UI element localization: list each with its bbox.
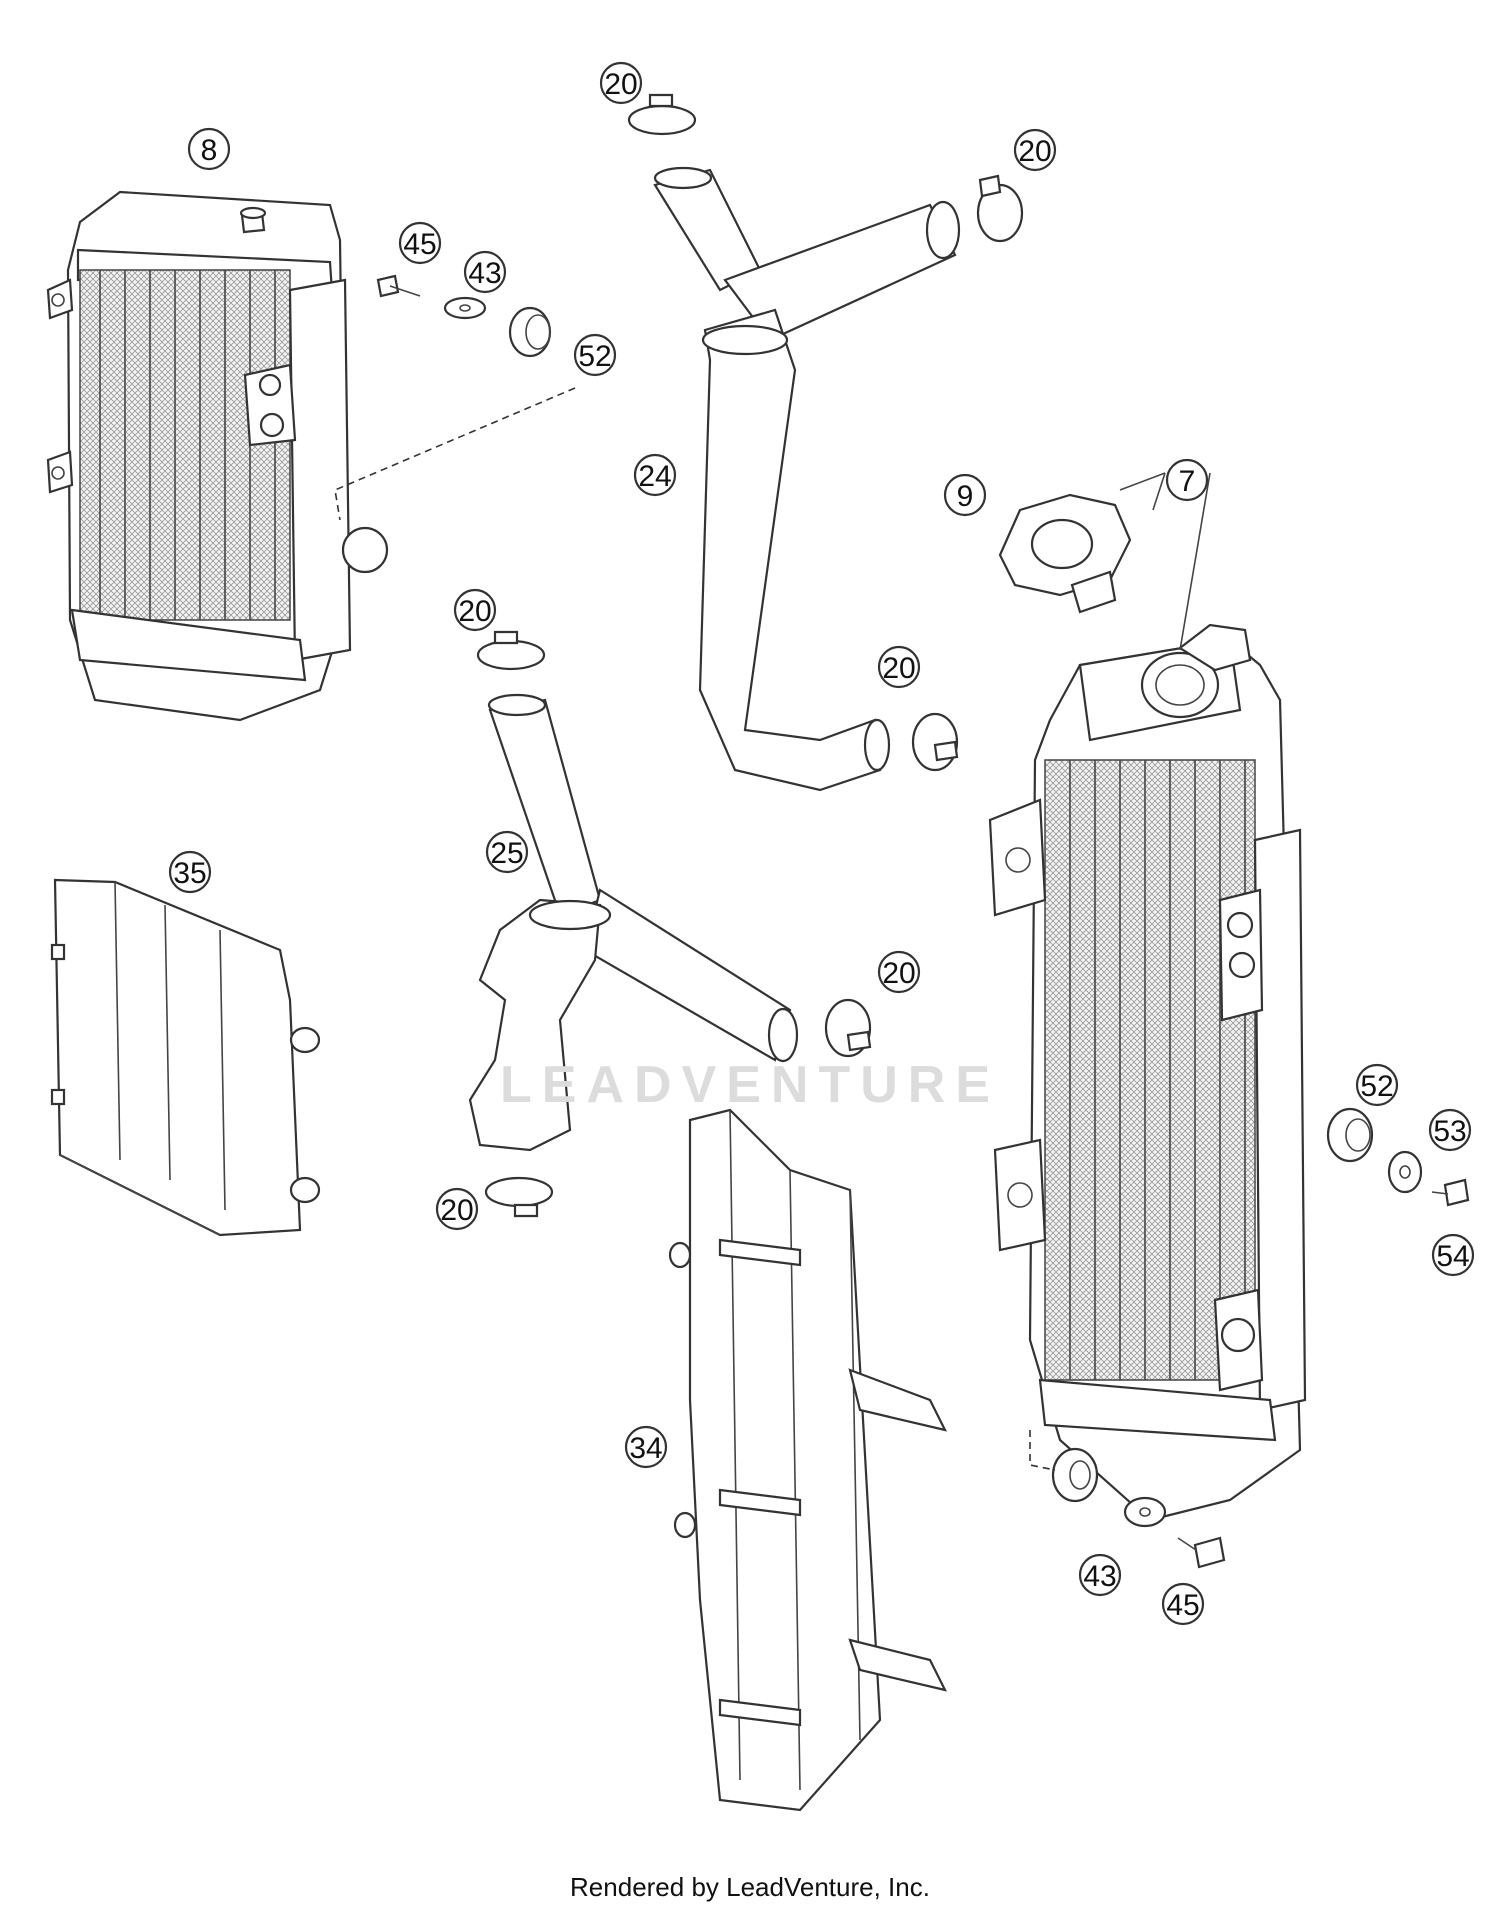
svg-text:34: 34 [629,1432,662,1465]
svg-text:53: 53 [1433,1115,1466,1148]
callout-20: 20 [435,1187,479,1231]
svg-text:20: 20 [440,1194,473,1227]
callout-8: 8 [187,127,231,171]
svg-text:35: 35 [173,857,206,890]
svg-text:20: 20 [604,68,637,101]
svg-text:20: 20 [1018,135,1051,168]
right-radiator [988,623,1307,1522]
svg-text:24: 24 [638,460,671,493]
callout-20: 20 [877,645,921,689]
callout-52: 52 [1355,1063,1399,1107]
svg-text:25: 25 [490,837,523,870]
callout-43: 43 [1078,1553,1122,1597]
svg-text:52: 52 [578,340,611,373]
svg-text:54: 54 [1436,1240,1469,1273]
footer-credit: Rendered by LeadVenture, Inc. [570,1872,930,1902]
right-radiator-shroud [668,1108,948,1812]
svg-text:20: 20 [882,957,915,990]
callout-7: 7 [1165,458,1209,502]
callout-53: 53 [1428,1108,1472,1152]
callout-34: 34 [624,1425,668,1469]
svg-text:8: 8 [201,134,218,167]
svg-text:20: 20 [882,652,915,685]
lower-hose [468,693,799,1152]
svg-text:52: 52 [1360,1070,1393,1103]
svg-text:43: 43 [468,257,501,290]
svg-text:7: 7 [1179,465,1196,498]
callout-20: 20 [1013,128,1057,172]
left-radiator-shroud [50,878,321,1237]
callout-54: 54 [1431,1233,1475,1277]
svg-text:43: 43 [1083,1560,1116,1593]
callout-52: 52 [573,333,617,377]
svg-text:45: 45 [1166,1589,1199,1622]
left-radiator [46,190,389,722]
hose-clamps [476,93,1024,1218]
right-radiator-hardware [1029,1107,1470,1569]
callout-45: 45 [398,221,442,265]
left-radiator-hardware [334,274,576,521]
radiator-cap [998,493,1132,614]
upper-hose [653,166,961,792]
svg-text:20: 20 [458,595,491,628]
svg-text:45: 45 [403,228,436,261]
callout-20: 20 [453,588,497,632]
callout-45: 45 [1161,1582,1205,1626]
callout-24: 24 [633,453,677,497]
callout-25: 25 [485,830,529,874]
svg-text:9: 9 [957,480,974,513]
callout-43: 43 [463,250,507,294]
watermark-text: LEADVENTURE [499,1056,1001,1114]
leader-lines [1119,472,1211,651]
callout-9: 9 [943,473,987,517]
callout-20: 20 [877,950,921,994]
callout-35: 35 [168,850,212,894]
callout-20: 20 [599,61,643,105]
